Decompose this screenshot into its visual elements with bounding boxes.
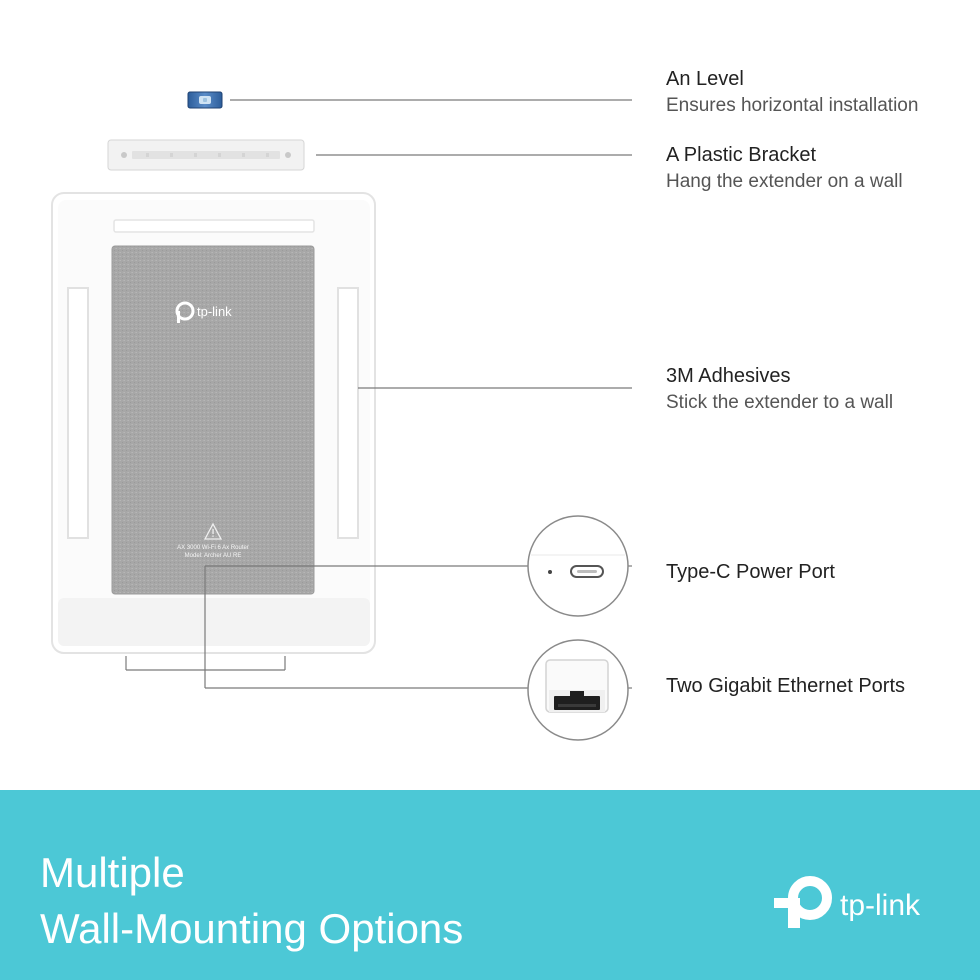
- adhesive-title: 3M Adhesives: [666, 365, 791, 387]
- tp-link-logo-icon: [774, 876, 832, 928]
- type-c-port-zoom: [527, 515, 629, 617]
- banner-title-line1: Multiple: [40, 849, 185, 896]
- banner-brand-text: tp-link: [840, 889, 921, 922]
- device-logo: [175, 301, 195, 323]
- power-port-title: Type-C Power Port: [666, 561, 835, 583]
- ethernet-port-zoom: [527, 639, 629, 741]
- warning-triangle-icon: [203, 522, 223, 540]
- extender-device: [51, 192, 376, 654]
- device-label-line1: AX 3000 Wi-Fi 6 Ax Router: [177, 545, 249, 551]
- banner-title-line2: Wall-Mounting Options: [40, 905, 464, 952]
- plastic-bracket: [107, 139, 305, 171]
- adhesive-strips: [67, 287, 359, 539]
- leader-lines: [125, 99, 632, 689]
- level-title: An Level: [666, 68, 744, 90]
- ethernet-ports-title: Two Gigabit Ethernet Ports: [666, 675, 906, 697]
- bracket-title: A Plastic Bracket: [666, 144, 817, 166]
- device-logo-text: tp-link: [197, 304, 232, 319]
- level-subtitle: Ensures horizontal installation: [666, 95, 919, 116]
- device-label-line2: Model: Archer AU RE: [184, 553, 242, 559]
- spirit-level: [187, 91, 223, 109]
- adhesive-subtitle: Stick the extender to a wall: [666, 392, 894, 413]
- bracket-subtitle: Hang the extender on a wall: [666, 171, 903, 192]
- product-illustration: [51, 91, 632, 741]
